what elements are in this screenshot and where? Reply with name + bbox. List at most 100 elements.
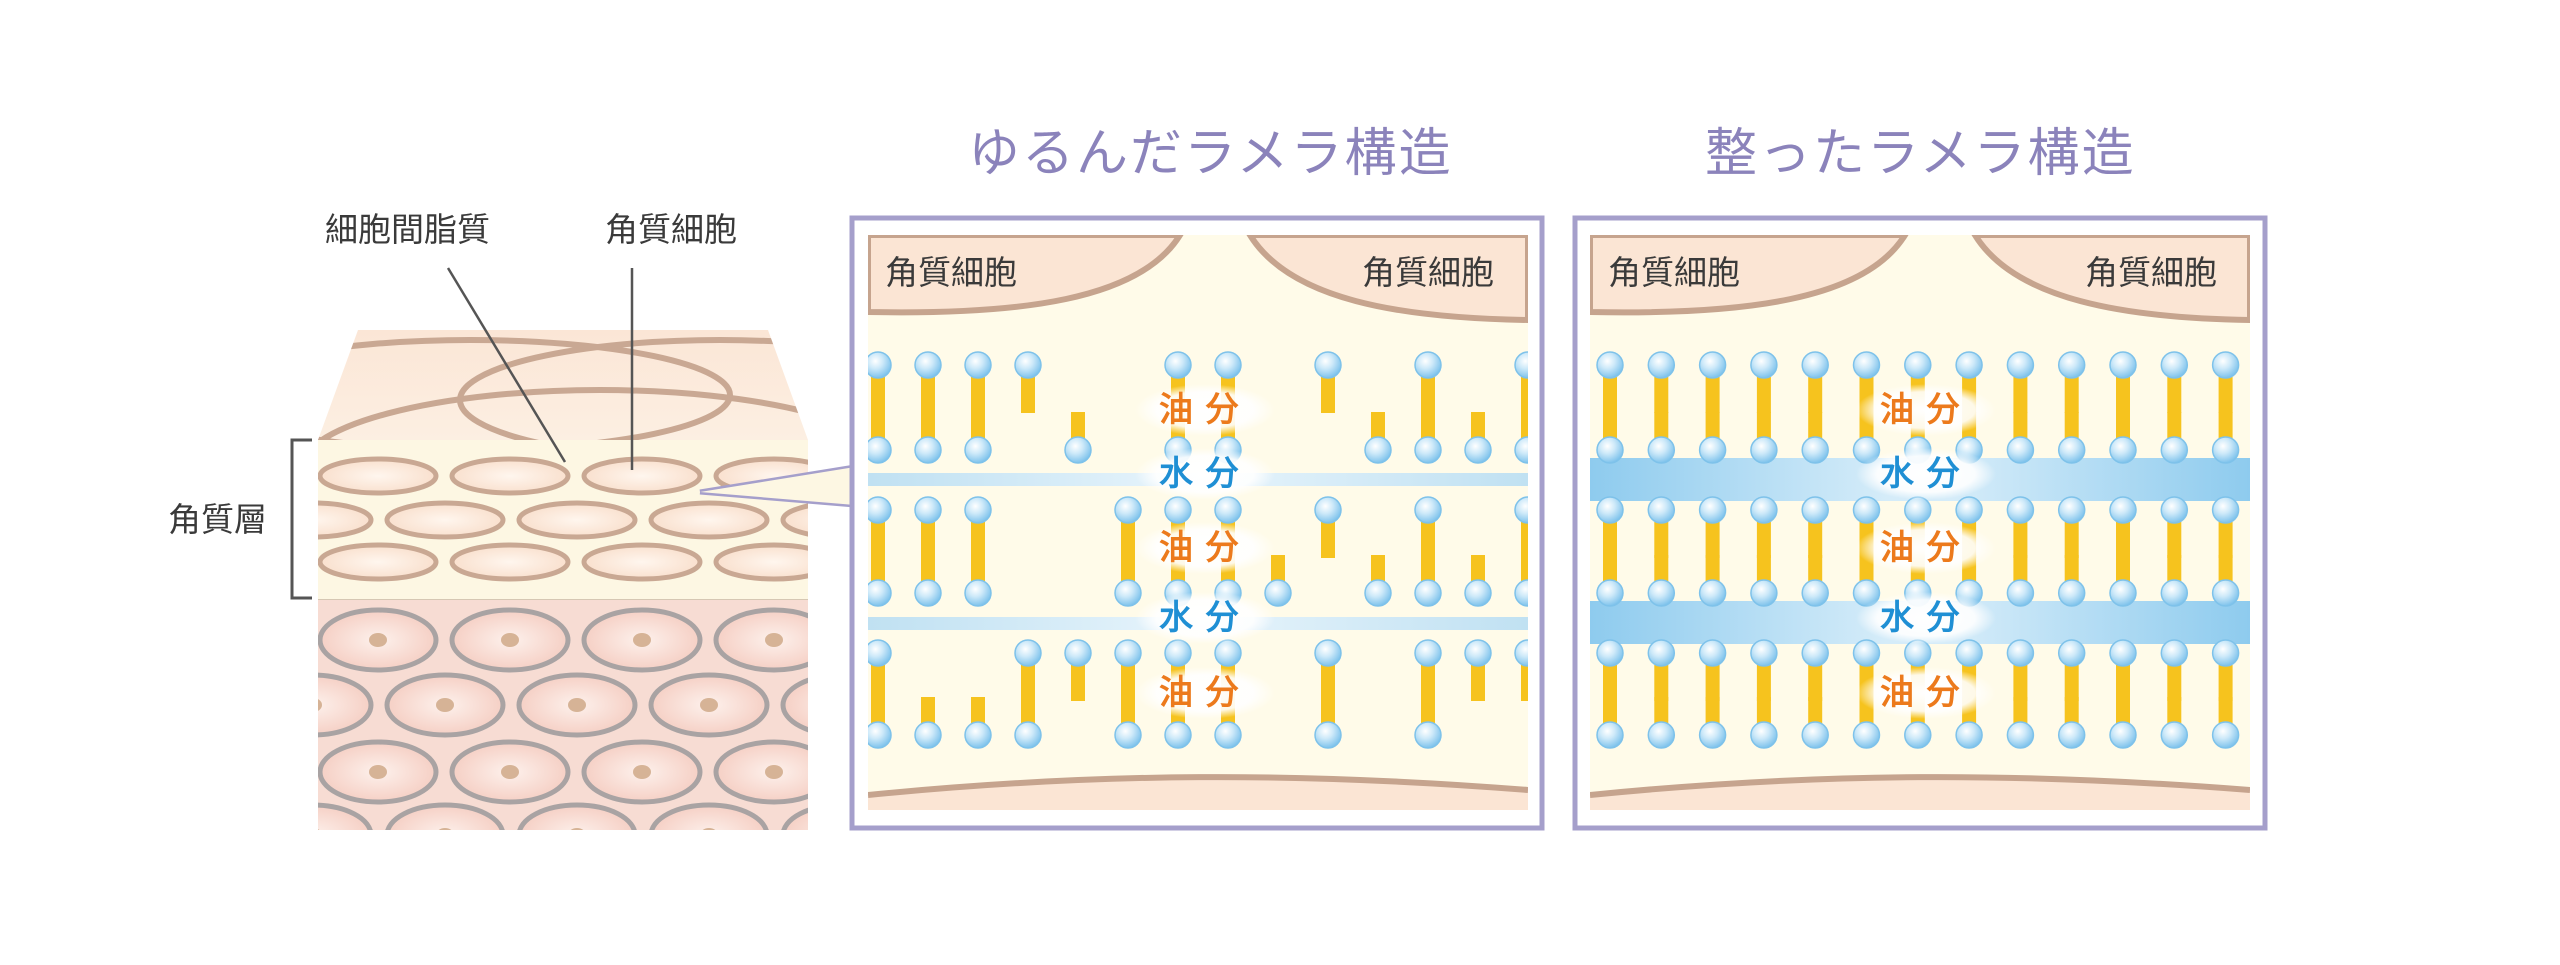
lipid-head [1904,496,1932,524]
lipid-head [2057,721,2086,749]
label-stratum-corneum: 角質層 [168,500,267,539]
lipid-head [1750,579,1778,607]
cell-nucleus [832,828,850,842]
lipid-head [2160,351,2189,379]
lipid-head [914,721,942,749]
lipid-tail [1321,665,1335,701]
lipid-head [2160,579,2189,607]
lipid-head [1750,496,1778,524]
lipid-tail [2167,377,2182,413]
water-label: 水分 [1159,454,1251,494]
lipid-head [1114,496,1142,524]
lipid-head [1904,351,1932,379]
lipid-head [964,496,992,524]
lipid-head [2109,579,2137,607]
panel-loose [849,215,1545,831]
lipid-head [1955,496,1983,524]
living-cell [781,807,808,830]
label-glow [1856,384,1996,436]
lipid-head [1014,721,1042,749]
title-loose-lamella: ゆるんだラメラ構造 [968,124,1453,184]
lipid-tail [1421,377,1435,413]
lipid-head [1647,639,1676,667]
lipid-tail [1705,522,1720,558]
lipid-head [1596,351,1624,379]
lipid-head [1514,579,1528,607]
lipid-tail [2218,522,2233,558]
lipid-head [1114,721,1142,749]
panel-loose-cell-label-left: 角質細胞 [885,253,1017,292]
lipid-head [1464,436,1492,464]
cell-nucleus [501,633,519,647]
lipid-tail [2013,665,2028,701]
label-glow [1856,448,1996,500]
lipid-tail [921,522,935,558]
lipid-head [1698,639,1727,667]
lipid-head [2057,579,2086,607]
lipid-head [1114,639,1142,667]
lipid-head [2057,436,2086,464]
lipid-head [1596,579,1624,607]
lipid-head [1514,351,1528,379]
lipid-head [1698,579,1727,607]
cell-nucleus [369,765,387,779]
lipid-head [1264,579,1292,607]
corneocyte-cell [713,542,808,582]
lipid-head [1214,721,1242,749]
lipid-head [1414,351,1442,379]
lipid-head [2006,579,2035,607]
lipid-tail [1654,522,1669,558]
oil-label: 油分 [1880,390,1972,430]
layer-bracket [290,438,312,600]
lipid-head [1852,496,1881,524]
lipid-head [1414,436,1442,464]
cell-nucleus [438,828,452,830]
lipid-head [868,436,892,464]
lipid-head [868,639,892,667]
lipid-head [1064,639,1092,667]
lipid-tail [1521,522,1528,558]
lipid-tail [2013,522,2028,558]
title-ordered-lamella: 整ったラメラ構造 [1705,124,2136,184]
lipid-head [1464,579,1492,607]
lipid-head [1314,721,1342,749]
lipid-head [1801,639,1829,667]
lipid-head [964,579,992,607]
label-glow [1856,522,1996,574]
lipid-head [1414,579,1442,607]
corneocyte-cell [318,500,374,540]
corneocyte-cell [780,503,808,537]
lipid-head [964,721,992,749]
lipid-tail [1421,522,1435,558]
lipid-head [2109,639,2137,667]
lipid-head [914,579,942,607]
living-cell [318,672,374,738]
cell-nucleus [765,633,783,647]
pointer-lipid [446,267,567,463]
lipid-head [2211,496,2240,524]
label-glow [1135,448,1275,500]
lipid-tail [871,665,885,701]
oil-label: 油分 [1159,528,1251,568]
lipid-head [1801,496,1829,524]
lipid-head [1514,436,1528,464]
lipid-tail [1603,665,1617,701]
living-cell [385,802,505,830]
lipid-tail [1756,522,1771,558]
oil-label: 油分 [1880,673,1972,713]
lipid-head [2057,639,2086,667]
lipid-head [1904,721,1932,749]
corneocyte-cell [581,542,703,582]
lipid-head [1014,351,1042,379]
lipid-head [2160,496,2189,524]
lipid-tail [1021,665,1035,701]
lipid-tail [871,522,885,558]
corneocyte-cell [318,542,439,582]
lipid-head [1164,721,1192,749]
living-cell [713,607,808,673]
lipid-head [2006,639,2035,667]
lipid-tail [1756,377,1771,413]
lipid-tail [1654,377,1669,413]
lipid-head [1647,721,1676,749]
